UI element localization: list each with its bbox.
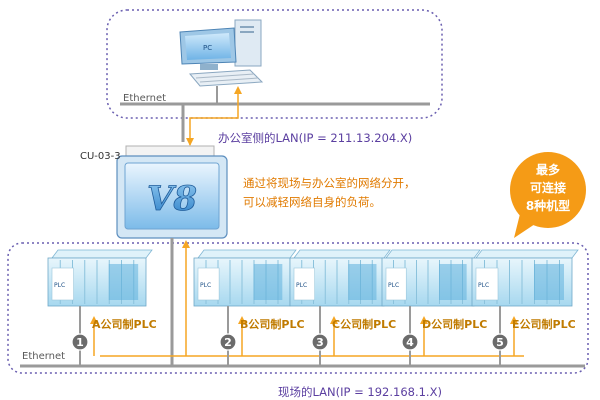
office-lan-frame (106, 9, 443, 119)
flow-arrowhead-plc-4 (420, 316, 428, 324)
plc-number-badge-4 (401, 333, 419, 351)
plc-number-badge-3 (311, 333, 329, 351)
plc-unit-2 (193, 249, 297, 307)
badge-line2: 可连接 (530, 180, 566, 195)
plc-unit-4 (381, 249, 481, 307)
v8-touch-panel (116, 145, 228, 239)
plc-number-4: 4 (406, 336, 414, 349)
plc-unit-1 (47, 249, 153, 307)
office-lan-caption: 办公室侧的LAN(IP = 211.13.204.X) (218, 131, 412, 145)
plc-number-badge-2 (219, 333, 237, 351)
field-lan-frame (7, 242, 589, 374)
plc-tag: PLC (200, 282, 211, 289)
plc-unit-3 (289, 249, 391, 307)
plc-number-badge-1 (71, 333, 89, 351)
pc-label: PC (203, 44, 212, 52)
plc-label-4: D公司制PLC (422, 317, 487, 331)
flow-arrow-office (189, 92, 239, 145)
flow-arrowhead-plc-5 (510, 316, 518, 324)
field-ethernet-label: Ethernet (22, 351, 65, 362)
field-lan-caption: 现场的LAN(IP = 192.168.1.X) (278, 385, 442, 399)
plc-group: PLC A公司制PLC 1 PLC B公司制PLC 2 PLC C公司制PLC 3 PLC D公司制… (47, 249, 579, 366)
flow-arrowhead-plc-3 (330, 316, 338, 324)
pc-icon (179, 19, 264, 87)
plc-tag: PLC (478, 282, 489, 289)
gateway-device-label: CU-03-3 (80, 151, 121, 162)
flow-arrowhead-up-office (234, 86, 242, 94)
plc-label-3: C公司制PLC (332, 317, 396, 331)
gateway-note-line2: 可以减轻网络自身的负荷。 (243, 195, 381, 209)
plc-tag: PLC (296, 282, 307, 289)
flow-arrowhead-up-field (182, 240, 190, 248)
plc-label-1: A公司制PLC (92, 317, 157, 331)
plc-label-2: B公司制PLC (240, 317, 305, 331)
office-ethernet-label: Ethernet (123, 93, 166, 104)
plc-number-5: 5 (496, 336, 504, 349)
plc-label-5: E公司制PLC (512, 317, 576, 331)
plc-tag: PLC (388, 282, 399, 289)
flow-arrowhead-plc-1 (90, 316, 98, 324)
plc-number-2: 2 (224, 336, 232, 349)
v8-screen-text: V8 (147, 179, 197, 219)
plc-unit-5 (471, 249, 579, 307)
plc-tag: PLC (54, 282, 65, 289)
gateway-note-line1: 通过将现场与办公室的网络分开， (243, 176, 416, 190)
flow-arrowhead-plc-2 (238, 316, 246, 324)
max-connect-badge (510, 152, 586, 238)
badge-line3: 8种机型 (526, 198, 570, 213)
plc-number-1: 1 (76, 336, 84, 349)
flow-arrowhead-down-gateway (186, 138, 194, 146)
plc-number-badge-5 (491, 333, 509, 351)
plc-number-3: 3 (316, 336, 324, 349)
badge-line1: 最多 (536, 162, 560, 177)
